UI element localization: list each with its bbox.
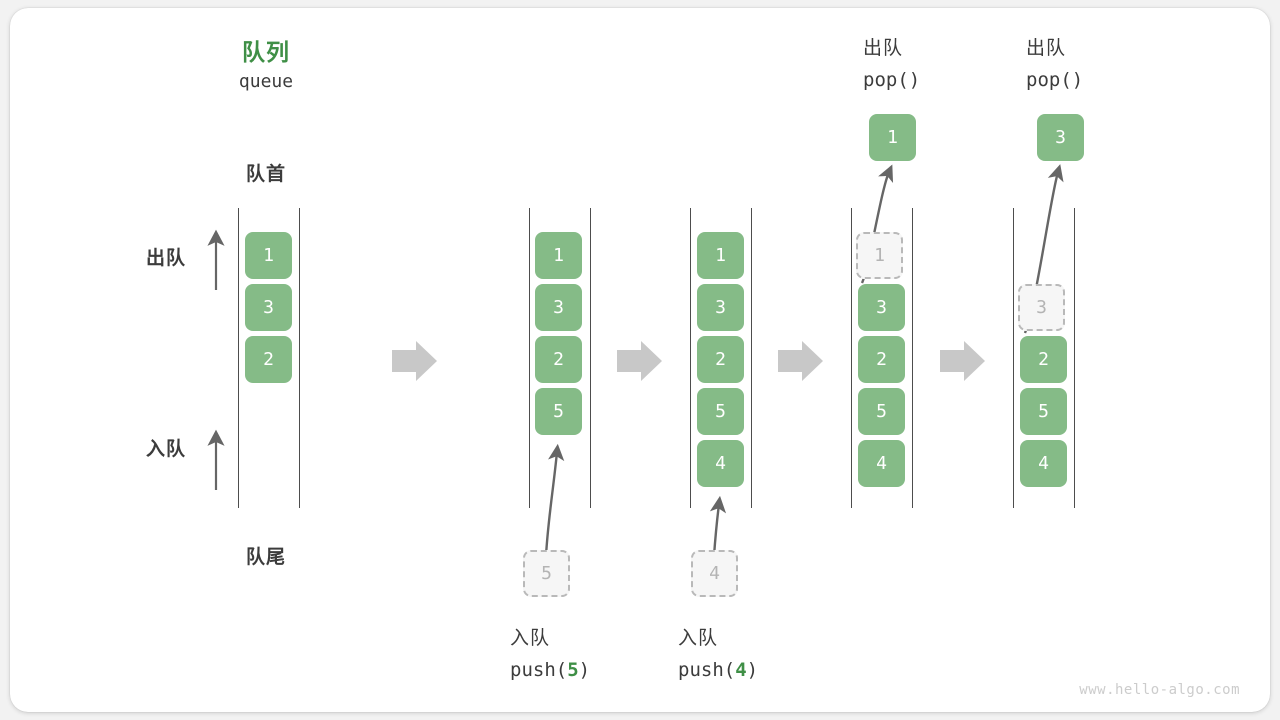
pop-1-op-code: pop() — [863, 69, 921, 91]
pop-1-op-label: 出队 — [863, 37, 904, 59]
pop-3-op-label: 出队 — [1026, 37, 1067, 59]
page-subtitle-code: queue — [238, 71, 294, 92]
push-4-code-prefix: push( — [678, 659, 736, 681]
popped-node: 1 — [869, 114, 916, 161]
queue-node: 2 — [245, 336, 292, 383]
queue-rail-left-col3 — [690, 208, 691, 508]
queue-rail-left-col5 — [1013, 208, 1014, 508]
queue-node-ghost: 1 — [856, 232, 903, 279]
queue-rail-left-col2 — [529, 208, 530, 508]
dequeue-side-label: 出队 — [146, 247, 187, 269]
queue-node-ghost: 3 — [1018, 284, 1065, 331]
queue-node: 2 — [535, 336, 582, 383]
push-5-op-code: push(5) — [510, 659, 590, 681]
incoming-node-ghost: 4 — [691, 550, 738, 597]
queue-node: 5 — [1020, 388, 1067, 435]
queue-node: 3 — [245, 284, 292, 331]
push-4-code-arg: 4 — [735, 659, 747, 681]
queue-node: 1 — [535, 232, 582, 279]
queue-node: 4 — [858, 440, 905, 487]
queue-rail-right-col2 — [590, 208, 591, 508]
queue-node: 2 — [858, 336, 905, 383]
push-5-code-suffix: ) — [578, 659, 591, 681]
enqueue-side-label: 入队 — [146, 438, 187, 460]
queue-node: 3 — [697, 284, 744, 331]
queue-rail-left-col4 — [851, 208, 852, 508]
push-4-code-suffix: ) — [746, 659, 759, 681]
page-title: 队列 — [242, 40, 290, 66]
queue-node: 3 — [535, 284, 582, 331]
queue-rail-right-col3 — [751, 208, 752, 508]
queue-node: 1 — [697, 232, 744, 279]
watermark: www.hello-algo.com — [1079, 682, 1240, 698]
push-5-op-label: 入队 — [510, 627, 551, 649]
pop-3-op-code: pop() — [1026, 69, 1084, 91]
queue-rail-right-col5 — [1074, 208, 1075, 508]
diagram-card — [10, 8, 1270, 712]
queue-node: 5 — [697, 388, 744, 435]
popped-node: 3 — [1037, 114, 1084, 161]
queue-node: 5 — [858, 388, 905, 435]
front-label: 队首 — [245, 163, 286, 185]
queue-rail-left-col1 — [238, 208, 239, 508]
queue-rail-right-col4 — [912, 208, 913, 508]
push-5-code-arg: 5 — [567, 659, 579, 681]
queue-node: 4 — [1020, 440, 1067, 487]
rear-label: 队尾 — [245, 546, 286, 568]
queue-node: 1 — [245, 232, 292, 279]
queue-node: 4 — [697, 440, 744, 487]
queue-node: 2 — [1020, 336, 1067, 383]
queue-node: 5 — [535, 388, 582, 435]
queue-rail-right-col1 — [299, 208, 300, 508]
queue-node: 3 — [858, 284, 905, 331]
queue-node: 2 — [697, 336, 744, 383]
push-4-op-label: 入队 — [678, 627, 719, 649]
push-5-code-prefix: push( — [510, 659, 568, 681]
incoming-node-ghost: 5 — [523, 550, 570, 597]
push-4-op-code: push(4) — [678, 659, 758, 681]
